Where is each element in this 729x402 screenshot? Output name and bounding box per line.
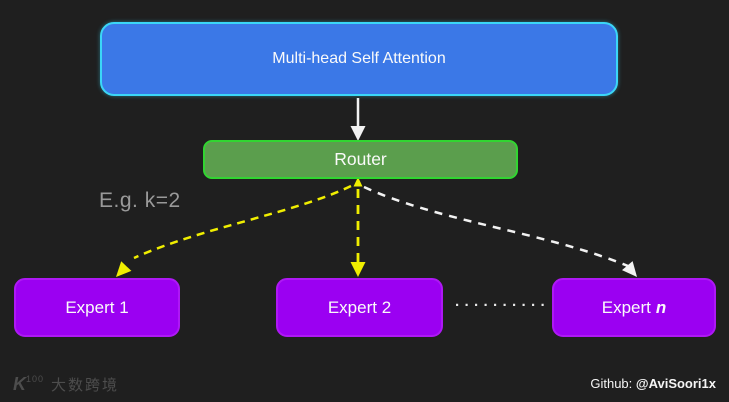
expert-1-label: Expert 1 [65,297,129,317]
github-credit: Github: @AviSoori1x [590,376,716,391]
github-handle: @AviSoori1x [635,376,716,391]
router-label: Router [334,149,387,169]
expert-2-label: Expert 2 [327,297,392,317]
router-to-expertn-arrowhead [622,261,637,277]
experts-ellipsis: ·········· [455,297,550,314]
expert-1-box: Expert 1 [14,278,180,337]
multi-head-self-attention-box: Multi-head Self Attention [100,22,618,96]
expert-n-label-variable: n [655,297,667,317]
router-to-expert1-arrow-line [133,184,352,260]
msa-to-router-arrowhead [350,126,366,141]
watermark: K 100 大数跨境 [13,374,119,395]
watermark-logo-icon: K [13,374,26,394]
router-to-expertn-arrow-line [363,185,629,268]
github-label: Github: [590,376,636,391]
k-annotation: E.g. k=2 [99,189,181,212]
router-to-expert1-arrowhead [116,261,132,277]
expert-2-box: Expert 2 [276,278,443,337]
router-box: Router [203,140,518,179]
multi-head-self-attention-label: Multi-head Self Attention [272,50,446,67]
expert-n-label-prefix: Expert [601,297,651,317]
router-to-expert2-arrowhead [350,262,366,277]
watermark-text: 大数跨境 [51,377,120,394]
watermark-logo-sup: 100 [26,373,45,384]
router-source-arrowhead [353,177,363,187]
